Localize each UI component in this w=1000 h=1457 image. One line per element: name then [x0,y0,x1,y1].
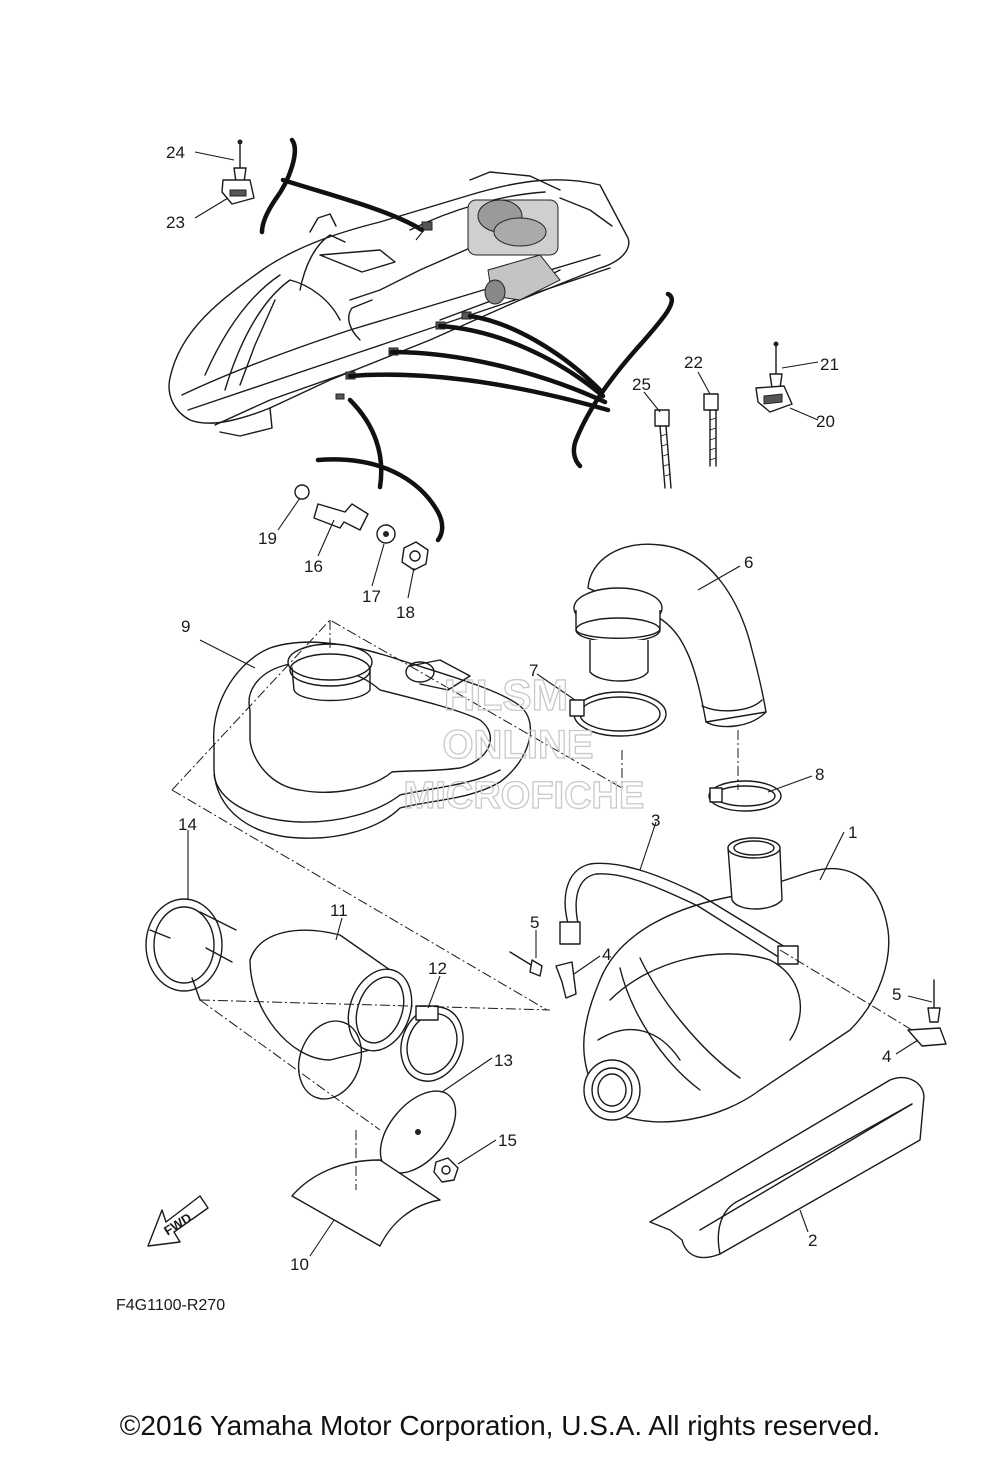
part-11-tail-pipe [249,929,413,1100]
callout-14: 14 [178,815,197,834]
callout-20: 20 [816,412,835,431]
watermark-line3: MICROFICHE [404,775,645,817]
callout-11: 11 [330,901,348,920]
callout-7: 7 [529,661,538,680]
callout-25: 25 [632,375,651,394]
callout-18: 18 [396,603,415,622]
cable-tie-25 [654,409,672,489]
callout-17: 17 [362,587,381,606]
part-10-plate [291,1159,441,1247]
callout-numbers: 1 2 3 4 4 5 5 6 7 8 9 10 11 12 13 14 15 … [166,143,901,1274]
watercraft-illustration [168,137,675,543]
fwd-arrow-icon: FWD [147,1195,209,1247]
callout-13: 13 [494,1051,513,1070]
part-1-muffler [583,837,890,1123]
copyright-notice: ©2016 Yamaha Motor Corporation, U.S.A. A… [119,1410,881,1441]
callout-23: 23 [166,213,185,232]
callout-5a: 5 [530,913,539,932]
watermark-line1: HLSM [444,671,569,720]
cable-tie-22 [703,393,719,467]
fastener-24-rivet [233,139,247,183]
fitting-16-19-17-18 [294,484,429,571]
fastener-21-rivet [769,341,783,389]
leader-lines [187,151,933,1257]
callout-10: 10 [290,1255,309,1274]
watermark-line2: ONLINE [442,723,593,767]
part-9-water-box [212,641,532,839]
part-5-rivet-left [509,951,543,977]
callout-5b: 5 [892,985,901,1004]
callout-2: 2 [808,1231,817,1250]
part-15-nut [433,1157,459,1183]
callout-4b: 4 [882,1047,891,1066]
callout-16: 16 [304,557,323,576]
callout-6: 6 [744,553,753,572]
callout-3: 3 [651,811,660,830]
part-4-bracket-left [555,961,577,999]
diagram-code: F4G1100-R270 [116,1297,225,1314]
fastener-20-grommet [755,385,793,413]
callout-15: 15 [498,1131,517,1150]
callout-24: 24 [166,143,185,162]
part-12-clamp [400,1005,464,1082]
callout-12: 12 [428,959,447,978]
callout-4a: 4 [602,945,611,964]
callout-8: 8 [815,765,824,784]
callout-1: 1 [848,823,857,842]
fastener-23-grommet [221,179,255,205]
part-8-clamp [708,780,782,812]
center-lines [171,619,913,1190]
callout-9: 9 [181,617,190,636]
watermark: HLSM ONLINE MICROFICHE [403,670,645,817]
callout-19: 19 [258,529,277,548]
part-2-cover [649,1077,925,1259]
part-5-rivet-right [927,979,941,1023]
callout-22: 22 [684,353,703,372]
callout-21: 21 [820,355,839,374]
part-6-exhaust-pipe [573,543,767,728]
part-14-flange [145,898,237,1001]
part-7-clamp [569,691,667,737]
